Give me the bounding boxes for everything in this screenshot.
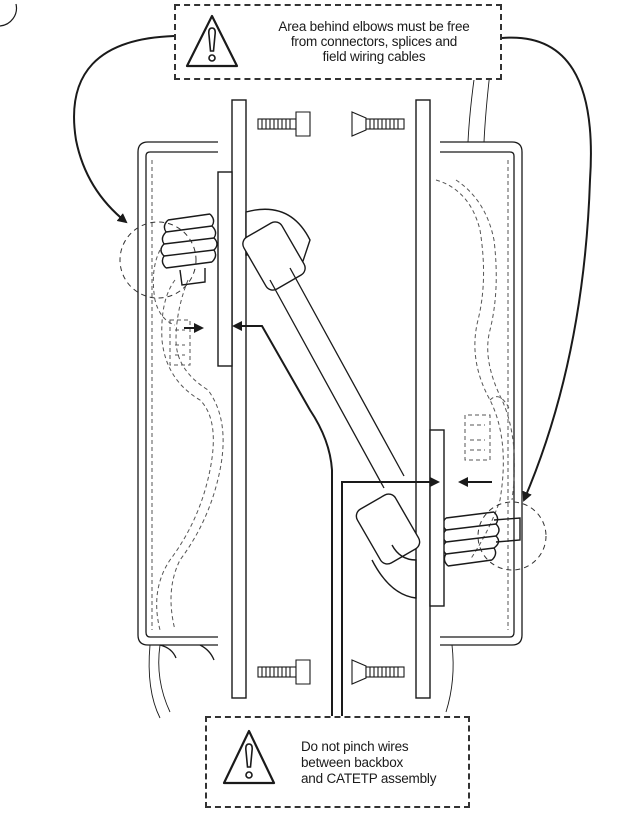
warning-triangle-icon bbox=[185, 14, 239, 68]
arrow-left-gap bbox=[232, 321, 333, 716]
note-line-3: and CATETP assembly bbox=[301, 771, 437, 786]
screw-bottom-left bbox=[257, 659, 311, 685]
note-line-2: between backbox bbox=[301, 755, 404, 770]
right-loose-cables bbox=[445, 39, 495, 713]
pinch-arrows bbox=[184, 321, 492, 716]
screw-bottom-right bbox=[351, 659, 405, 685]
left-elbow-highlight bbox=[119, 221, 197, 299]
right-mounting-plate bbox=[415, 99, 445, 699]
left-loose-cables bbox=[148, 644, 171, 719]
right-elbow-highlight bbox=[477, 501, 547, 571]
callout-pinch-warning: Do not pinch wires between backbox and C… bbox=[205, 716, 470, 808]
pinch-warning-note: Do not pinch wires between backbox and C… bbox=[301, 739, 436, 787]
elbow-clearance-note: Area behind elbows must be free from con… bbox=[256, 19, 492, 64]
left-backbox bbox=[137, 141, 218, 661]
hinge-arm bbox=[242, 208, 421, 599]
left-field-wiring bbox=[151, 160, 224, 631]
screw-top-right bbox=[351, 111, 405, 137]
screw-top-left bbox=[257, 111, 311, 137]
arrow-to-right-elbow bbox=[501, 36, 592, 502]
right-field-wiring bbox=[435, 160, 515, 630]
left-elbow-spring bbox=[160, 213, 218, 286]
right-backbox bbox=[440, 141, 523, 646]
arrow-right-gap bbox=[341, 477, 440, 716]
note-line-2: from connectors, splices and bbox=[290, 34, 458, 49]
left-mounting-plate bbox=[217, 99, 247, 699]
warning-triangle-icon bbox=[222, 729, 276, 785]
note-line-1: Area behind elbows must be free bbox=[278, 19, 470, 34]
screws bbox=[257, 111, 405, 685]
corner-circle bbox=[0, 3, 18, 27]
callout-elbow-clearance: Area behind elbows must be free from con… bbox=[174, 4, 502, 80]
arrow-to-left-elbow bbox=[73, 35, 175, 224]
note-line-1: Do not pinch wires bbox=[301, 739, 409, 754]
note-line-3: field wiring cables bbox=[322, 49, 426, 64]
callout-arrows-elbows bbox=[73, 35, 592, 502]
